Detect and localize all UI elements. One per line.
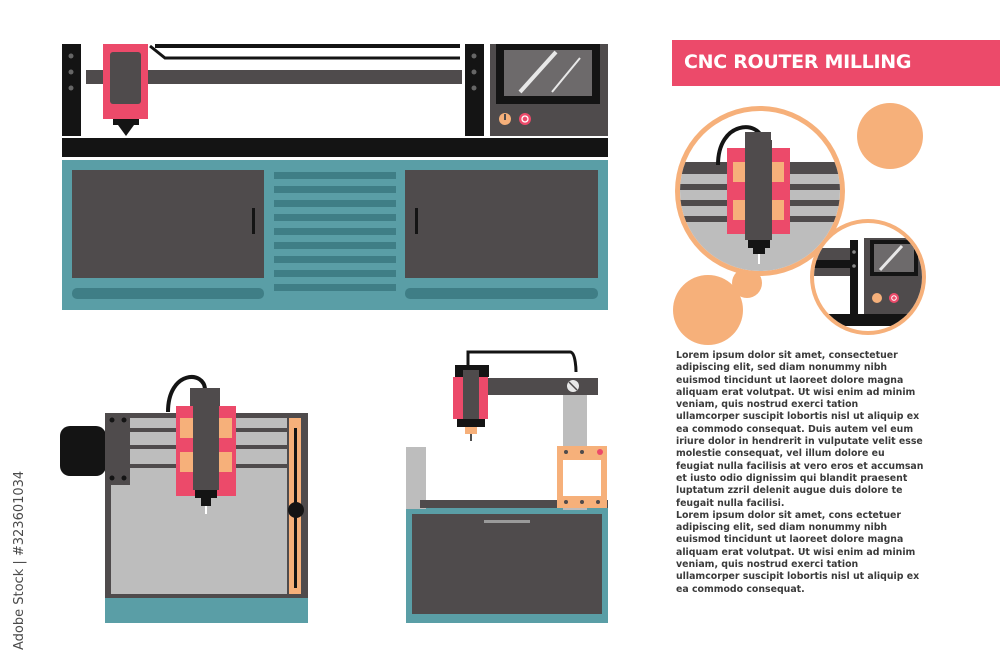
detail-bubbles: [673, 103, 926, 345]
title-banner: [672, 40, 1000, 86]
cnc-top-view: [60, 375, 308, 623]
paragraph-2: Lorem ipsum dolor sit amet, cons ectetue…: [676, 509, 920, 595]
page-title: CNC ROUTER MILLING: [684, 51, 912, 73]
cnc-side-view: [406, 350, 608, 623]
cnc-front-view: [62, 44, 608, 310]
paragraph-1: Lorem ipsum dolor sit amet, consectetuer…: [676, 350, 924, 509]
power-icon[interactable]: [519, 113, 531, 125]
body-text: Lorem ipsum dolor sit amet, consectetuer…: [676, 350, 924, 596]
